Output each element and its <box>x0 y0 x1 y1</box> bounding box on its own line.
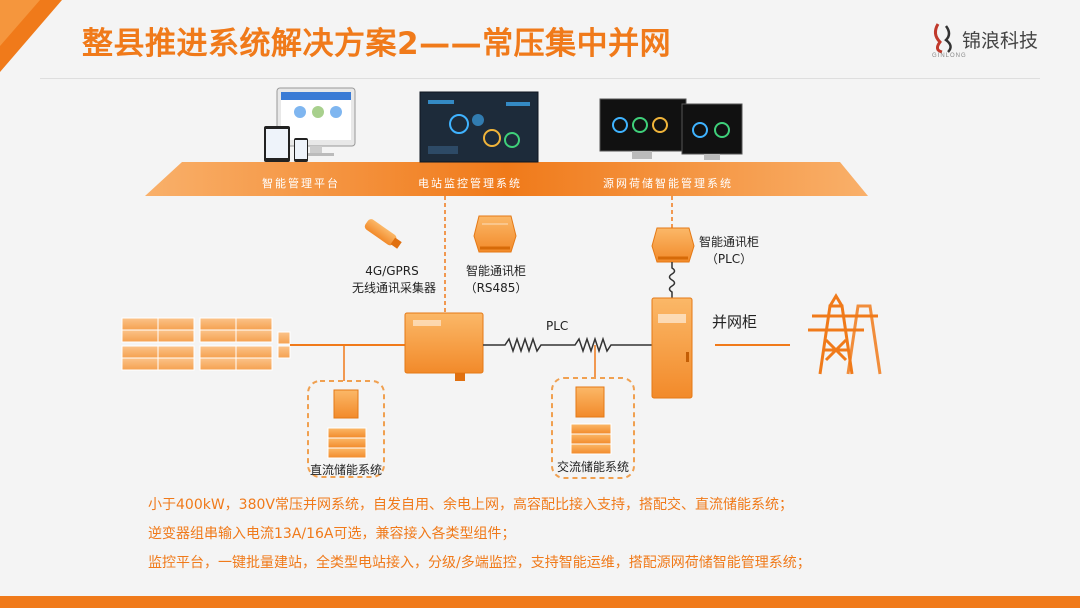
dc-storage-icon <box>327 389 367 459</box>
comm-cabinet-plc-icon <box>651 227 695 263</box>
description-line-2: 逆变器组串输入电流13A/16A可选，兼容接入各类型组件； <box>148 526 516 542</box>
comm-rs485-label: 智能通讯柜 （RS485） <box>456 263 536 297</box>
ac-storage-icon <box>570 386 612 455</box>
monitor-energy-icon <box>599 98 743 160</box>
plc-link-label: PLC <box>546 319 569 333</box>
comm-rs485-line2: （RS485） <box>464 281 528 295</box>
comm-plc-line2: （PLC） <box>705 252 753 266</box>
description-line-3: 监控平台，一键批量建站，全类型电站接入，分级/多端监控，支持智能运维，搭配源网荷… <box>148 555 811 571</box>
ac-storage-box <box>551 377 635 479</box>
platform-label-smart: 智能管理平台 <box>262 177 340 190</box>
header-divider <box>40 78 1040 79</box>
comm-rs485-line1: 智能通讯柜 <box>465 264 526 278</box>
platform-label-energy: 源网荷储智能管理系统 <box>603 177 733 190</box>
wireless-collector-label: 4G/GPRS 无线通讯采集器 <box>352 263 437 297</box>
monitor-platform-icon <box>264 87 356 162</box>
description-line-1: 小于400kW，380V常压并网系统，自发自用、余电上网，高容配比接入支持，搭配… <box>148 497 793 513</box>
grid-cabinet-label: 并网柜 <box>712 313 758 331</box>
plc-coil <box>668 262 676 298</box>
inverter-icon <box>404 312 484 381</box>
page-title: 整县推进系统解决方案2——常压集中并网 <box>82 26 672 62</box>
dc-storage-label: 直流储能系统 <box>309 463 382 477</box>
comm-cabinet-rs485-icon <box>473 215 517 253</box>
wireless-label-line2: 无线通讯采集器 <box>352 281 437 295</box>
wireless-label-line1: 4G/GPRS <box>365 264 419 278</box>
company-logo: 锦浪科技 GINLONG <box>930 20 1070 64</box>
logo-sub: GINLONG <box>932 53 967 59</box>
comm-plc-line1: 智能通讯柜 <box>698 235 759 249</box>
logo-mark-icon <box>933 23 952 54</box>
solar-panel-array-icon <box>121 317 291 371</box>
transmission-tower-icon <box>808 293 882 375</box>
wireless-collector-icon <box>364 219 402 249</box>
monitor-station-icon <box>419 91 539 163</box>
corner-decoration <box>0 0 62 72</box>
ac-storage-label: 交流储能系统 <box>556 460 629 474</box>
grid-cabinet-icon <box>651 297 693 399</box>
logo-name: 锦浪科技 <box>962 30 1039 52</box>
plc-line <box>483 336 652 354</box>
platform-bar <box>145 162 868 196</box>
footer-bar <box>0 596 1080 608</box>
platform-label-station: 电站监控管理系统 <box>418 177 522 190</box>
comm-plc-label: 智能通讯柜 （PLC） <box>693 234 765 268</box>
